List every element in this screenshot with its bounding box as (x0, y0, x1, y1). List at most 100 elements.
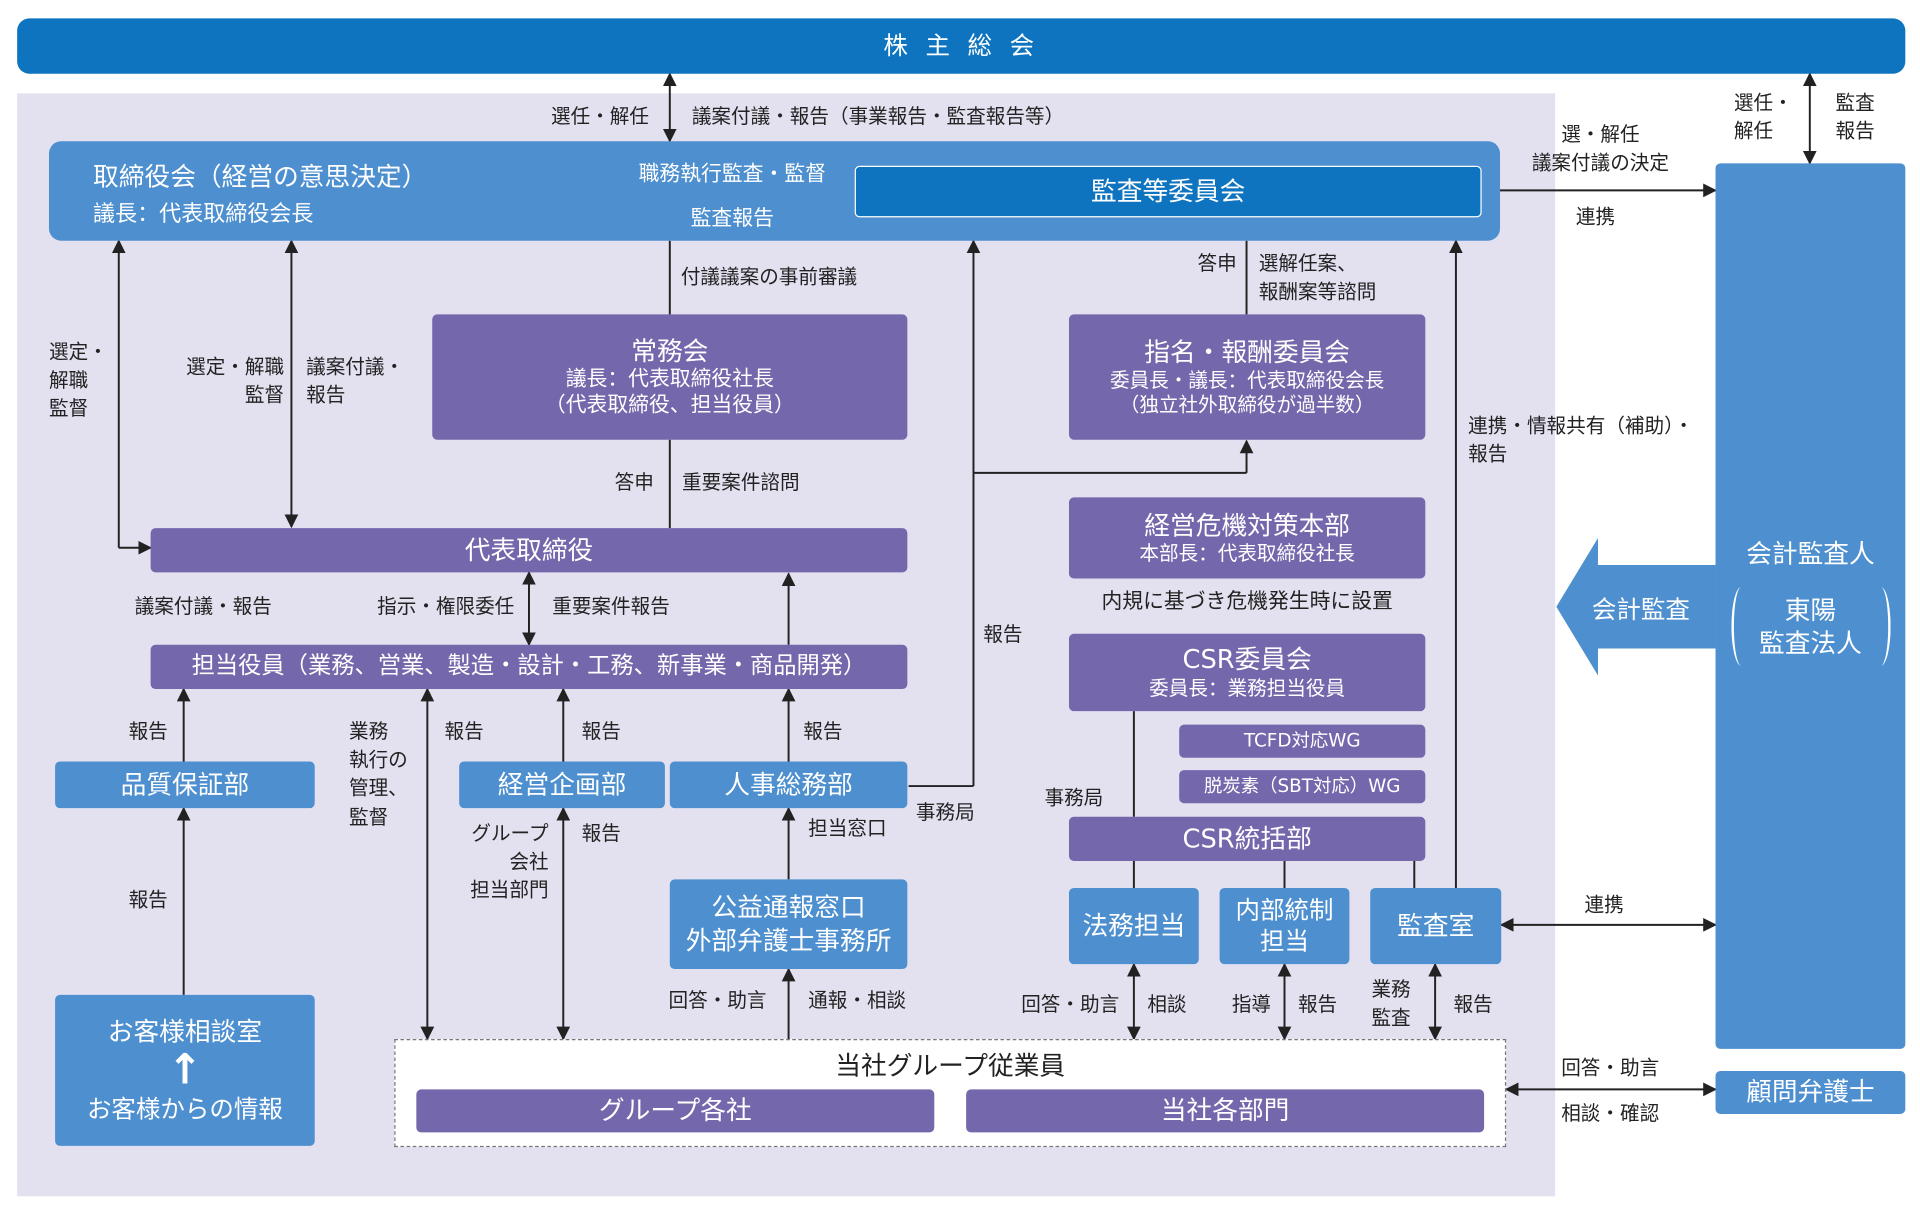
label-report-officers-1: 報告 (444, 719, 484, 744)
whistleblow-label: 公益通報窓口 外部弁護士事務所 (685, 893, 892, 955)
label-appoint-left: 選定・ 解職 監督 (48, 340, 108, 421)
label-report-mid: 報告 (983, 622, 1023, 647)
label-guide: 指導 (1231, 992, 1272, 1016)
label-top-right: 議案付議・報告（事業報告・監査報告等） (691, 104, 1065, 128)
crisis-hq-box: 経営危機対策本部 本部長：代表取締役社長 (1068, 497, 1426, 579)
lawyer-box: 顧問弁護士 (1715, 1070, 1906, 1114)
label-appoint-mid: 選定・解職 監督 (186, 354, 285, 407)
label-propose: 議案付議・ 報告 (306, 354, 405, 407)
hr-dept-label: 人事総務部 (724, 769, 853, 800)
label-top-left: 選任・解任 (551, 104, 649, 128)
crisis-note-text: 内規に基づき危機発生時に設置 (1101, 589, 1393, 615)
auditor-firm-left-paren (1731, 587, 1751, 666)
decarb-wg-label: 脱炭素（SBT対応）WG (1204, 775, 1401, 798)
executive-committee-members: （代表取締役、担当役員） (544, 393, 795, 418)
label-answer-advice-3: 回答・助言 (1561, 1056, 1660, 1080)
label-consult-2: 重要案件諮問 (682, 470, 800, 494)
label-report-officers-2: 報告 (581, 719, 621, 744)
board-chair: 議長：代表取締役会長 (93, 201, 314, 228)
auditor-firm-right-paren (1871, 587, 1891, 666)
crisis-hq-chief: 本部長：代表取締役社長 (1139, 541, 1355, 566)
label-secretariat-2: 事務局 (1044, 786, 1104, 810)
quality-dept-box: 品質保証部 (55, 761, 315, 809)
board-audit-bottom-label: 監査報告 (690, 206, 774, 231)
nomination-committee-box: 指名・報酬委員会 委員長・議長：代表取締役会長 （独立社外取締役が過半数） (1068, 314, 1426, 440)
shareholders-meeting-label: 株 主 総 会 (883, 30, 1040, 61)
label-report-audit-office: 報告 (1453, 992, 1493, 1016)
label-elect-decision: 選・解任 議案付議の決定 (1531, 122, 1669, 175)
board-audit-top-label: 職務執行監査・監督 (638, 162, 826, 187)
legal-label: 法務担当 (1082, 911, 1186, 941)
customer-title: お客様相談室 (107, 1017, 263, 1047)
csr-dept-box: CSR統括部 (1068, 816, 1426, 861)
customer-box: お客様相談室 ↑ お客様からの情報 (55, 994, 315, 1146)
company-depts-label: 当社各部門 (1160, 1096, 1290, 1126)
nomination-committee-title: 指名・報酬委員会 (1144, 337, 1351, 368)
shareholders-meeting-bar: 株 主 総 会 (17, 18, 1906, 74)
label-answer-1: 答申 (1197, 251, 1237, 276)
representative-director-bar: 代表取締役 (150, 528, 908, 573)
csr-dept-label: CSR統括部 (1182, 823, 1312, 854)
planning-dept-label: 経営企画部 (497, 769, 627, 800)
label-report-officers-3: 報告 (803, 719, 843, 744)
label-right-elect: 選任・ 解任 (1733, 90, 1793, 143)
label-notify: 通報・相談 (808, 988, 907, 1013)
csr-committee-title: CSR委員会 (1182, 645, 1312, 675)
label-business-audit: 業務 監査 (1371, 977, 1411, 1030)
label-propose-report: 議案付議・報告 (134, 594, 272, 618)
hr-dept-box: 人事総務部 (669, 761, 908, 809)
audit-committee-label: 監査等委員会 (1091, 176, 1246, 207)
executive-committee-box: 常務会 議長：代表取締役社長 （代表取締役、担当役員） (432, 314, 908, 440)
label-report-quality: 報告 (128, 719, 168, 744)
officers-label: 担当役員（業務、営業、製造・設計・工務、新事業・商品開発） (191, 652, 867, 680)
csr-committee-chair: 委員長：業務担当役員 (1149, 676, 1346, 700)
group-companies-box: グループ各社 (416, 1089, 935, 1133)
legal-box: 法務担当 (1068, 887, 1199, 965)
label-answer-advice-2: 回答・助言 (1021, 992, 1120, 1016)
label-report-customer: 報告 (128, 887, 168, 912)
label-important-report: 重要案件報告 (552, 594, 670, 618)
company-depts-box: 当社各部門 (966, 1089, 1485, 1133)
group-companies-label: グループ各社 (598, 1096, 752, 1126)
quality-dept-label: 品質保証部 (120, 769, 250, 800)
board-title: 取締役会（経営の意思決定） (93, 162, 428, 192)
accounting-audit-label: 会計監査 (1591, 594, 1690, 624)
label-right-report: 監査 報告 (1835, 90, 1875, 143)
label-pre-review: 付議議案の事前審議 (680, 265, 858, 289)
label-answer-advice-1: 回答・助言 (668, 988, 767, 1013)
csr-committee-box: CSR委員会 委員長：業務担当役員 (1068, 633, 1426, 712)
label-answer-2: 答申 (614, 470, 654, 494)
officers-bar: 担当役員（業務、営業、製造・設計・工務、新事業・商品開発） (150, 644, 908, 690)
audit-office-label: 監査室 (1397, 911, 1475, 941)
label-manage: 業務 執行の 管理、 監督 (348, 719, 408, 829)
label-coop-info: 連携・情報共有（補助）・ 報告 (1468, 413, 1694, 466)
label-secretariat-1: 事務局 (915, 800, 975, 825)
crisis-hq-title: 経営危機対策本部 (1144, 510, 1351, 541)
lawyer-label: 顧問弁護士 (1746, 1077, 1875, 1108)
label-contact: 担当窓口 (808, 816, 887, 841)
decarb-wg-box: 脱炭素（SBT対応）WG (1179, 770, 1426, 804)
label-instruct: 指示・権限委任 (377, 594, 515, 618)
executive-committee-chair: 議長：代表取締役社長 (565, 367, 774, 392)
internal-control-box: 内部統制 担当 (1219, 887, 1350, 965)
customer-info: お客様からの情報 (86, 1094, 283, 1124)
label-report-internal-control: 報告 (1297, 992, 1338, 1016)
nomination-committee-members: （独立社外取締役が過半数） (1119, 393, 1375, 417)
tcfd-wg-box: TCFD対応WG (1179, 724, 1426, 758)
label-consult-3: 相談 (1147, 992, 1187, 1016)
label-link-1: 連携 (1575, 205, 1616, 229)
label-consult-1: 選解任案、 報酬案等諮問 (1258, 251, 1377, 304)
audit-committee-box: 監査等委員会 (854, 165, 1482, 218)
label-consult-confirm: 相談・確認 (1561, 1101, 1660, 1126)
label-report-planning: 報告 (581, 821, 621, 846)
employees-title: 当社グループ従業員 (835, 1051, 1066, 1081)
auditor-firm: 東陽 監査法人 (1758, 595, 1862, 659)
label-group-dept: グループ 会社 担当部門 (470, 821, 549, 902)
internal-control-label: 内部統制 担当 (1235, 895, 1334, 956)
auditor-title: 会計監査人 (1746, 539, 1875, 569)
accounting-audit-arrow (1556, 537, 1716, 676)
customer-up-arrow: ↑ (167, 1045, 203, 1095)
whistleblow-box: 公益通報窓口 外部弁護士事務所 (669, 879, 908, 970)
audit-office-box: 監査室 (1370, 887, 1502, 965)
representative-director-label: 代表取締役 (464, 535, 594, 565)
